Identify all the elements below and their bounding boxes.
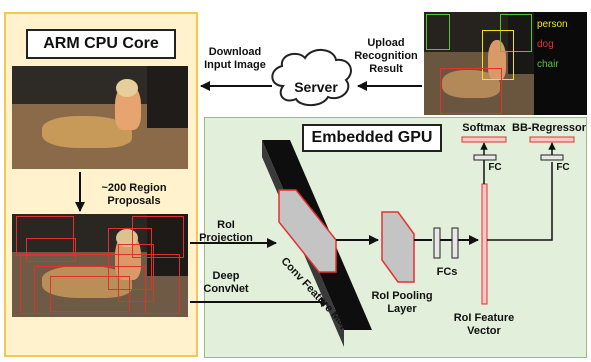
server-label: Server — [294, 79, 338, 95]
roi-feature-vector-bar — [481, 183, 488, 305]
region-proposal-box — [50, 276, 130, 312]
branch-bb-line — [487, 162, 553, 241]
server-cloud — [271, 49, 352, 107]
region-proposal-box — [132, 216, 184, 258]
bb-regressor-output — [529, 136, 575, 143]
region-proposal-box — [118, 244, 154, 302]
dog-detection-box — [440, 68, 502, 114]
roi-on-feature-map — [278, 189, 337, 273]
arm-cpu-title: ARM CPU Core — [26, 29, 176, 59]
fc-softmax-label: FC — [488, 162, 502, 173]
recognition-result-image — [424, 12, 534, 115]
legend-chair: chair — [537, 59, 559, 70]
legend-person: person — [537, 19, 568, 30]
fcs-label: FCs — [436, 266, 458, 278]
embedded-gpu-title: Embedded GPU — [302, 124, 442, 152]
fc-bb-label: FC — [556, 162, 570, 173]
detection-legend: person dog chair — [534, 12, 587, 115]
input-image — [12, 66, 188, 169]
fc-bb-layer — [540, 154, 564, 161]
fc-softmax-layer — [473, 154, 497, 161]
chair-detection-box — [426, 14, 450, 50]
region-proposal-box — [108, 228, 152, 290]
bb-regressor-label: BB-Regressor — [512, 122, 586, 134]
region-proposal-box — [26, 238, 76, 262]
chair-detection-box — [500, 14, 532, 52]
roi-pooling-block — [381, 211, 415, 283]
region-proposal-box — [20, 254, 180, 314]
softmax-label: Softmax — [462, 122, 506, 134]
region-proposals-image — [12, 214, 188, 317]
region-proposal-box — [16, 216, 74, 256]
softmax-output — [461, 136, 507, 143]
fc-layer-2 — [451, 227, 459, 259]
fc-layer-1 — [433, 227, 441, 259]
person-detection-box — [482, 30, 514, 80]
legend-dog: dog — [537, 39, 554, 50]
